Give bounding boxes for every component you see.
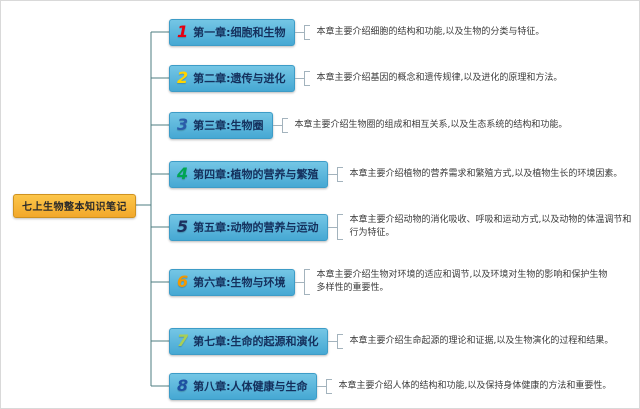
bracket-connector [281,117,288,133]
chapter-node-4[interactable]: 4 第四章:植物的营养与繁殖 [169,160,328,188]
connector-line [294,77,304,79]
chapter-label: 第八章:人体健康与生命 [193,380,308,393]
chapter-number: 7 [177,331,189,350]
connector-line [327,173,337,175]
chapter-node-5[interactable]: 5 第五章:动物的营养与运动 [169,213,328,241]
chapter-label: 第三章:生物圈 [193,119,264,132]
chapter-description: 本章主要介绍生物圈的组成和相互关系,以及生态系统的结构和功能。 [294,119,568,130]
bracket-connector [336,166,343,182]
connector-line [316,385,326,387]
chapter-node-3[interactable]: 3 第三章:生物圈 [169,111,273,139]
chapter-node-1[interactable]: 1 第一章:细胞和生物 [169,18,295,46]
chapter-number: 2 [177,68,189,87]
chapter-row: 6 第六章:生物与环境 本章主要介绍生物对环境的适应和调节,以及环境对生物的影响… [169,268,610,296]
chapter-description: 本章主要介绍生物对环境的适应和调节,以及环境对生物的影响和保护生物多样性的重要性… [316,270,608,293]
bracket-connector [336,214,343,240]
chapter-number: 4 [177,164,189,183]
chapter-node-6[interactable]: 6 第六章:生物与环境 [169,268,295,296]
chapter-row: 1 第一章:细胞和生物 本章主要介绍细胞的结构和功能,以及生物的分类与特征。 [169,18,544,46]
chapter-row: 7 第七章:生命的起源和演化 本章主要介绍生命起源的理论和证据,以及生物演化的过… [169,327,613,355]
chapter-node-8[interactable]: 8 第八章:人体健康与生命 [169,372,317,400]
bracket-connector [325,378,332,394]
bracket-connector [303,269,310,295]
chapter-label: 第六章:生物与环境 [193,276,286,289]
chapter-label: 第一章:细胞和生物 [193,26,286,39]
chapter-number: 5 [177,217,189,236]
chapter-number: 8 [177,376,189,395]
chapter-number: 1 [177,22,189,41]
connector-line [294,281,304,283]
connector-line [294,31,304,33]
chapter-row: 3 第三章:生物圈 本章主要介绍生物圈的组成和相互关系,以及生态系统的结构和功能… [169,111,567,139]
chapter-row: 2 第二章:遗传与进化 本章主要介绍基因的概念和遗传规律,以及进化的原理和方法。 [169,64,562,92]
chapter-node-2[interactable]: 2 第二章:遗传与进化 [169,64,295,92]
bracket-connector [303,70,310,86]
chapter-description: 本章主要介绍基因的概念和遗传规律,以及进化的原理和方法。 [316,72,563,83]
chapter-number: 6 [177,272,189,291]
chapter-row: 4 第四章:植物的营养与繁殖 本章主要介绍植物的营养需求和繁殖方式,以及植物生长… [169,160,622,188]
chapter-node-7[interactable]: 7 第七章:生命的起源和演化 [169,327,328,355]
root-node[interactable]: 七上生物整本知识笔记 [13,194,136,218]
chapter-label: 第七章:生命的起源和演化 [193,335,319,348]
chapter-label: 第二章:遗传与进化 [193,72,286,85]
connector-line [327,226,337,228]
chapter-description: 本章主要介绍动物的消化吸收、呼吸和运动方式,以及动物的体温调节和行为特征。 [349,215,632,238]
bracket-connector [336,333,343,349]
bracket-connector [303,24,310,40]
chapter-number: 3 [177,115,189,134]
chapter-description: 本章主要介绍细胞的结构和功能,以及生物的分类与特征。 [316,26,545,37]
chapter-row: 8 第八章:人体健康与生命 本章主要介绍人体的结构和功能,以及保持身体健康的方法… [169,372,611,400]
connector-line [327,340,337,342]
chapter-row: 5 第五章:动物的营养与运动 本章主要介绍动物的消化吸收、呼吸和运动方式,以及动… [169,213,639,241]
chapter-description: 本章主要介绍植物的营养需求和繁殖方式,以及植物生长的环境因素。 [349,168,623,179]
chapter-description: 本章主要介绍生命起源的理论和证据,以及生物演化的过程和结果。 [349,335,614,346]
chapter-label: 第五章:动物的营养与运动 [193,221,319,234]
connector-line [272,124,282,126]
chapter-description: 本章主要介绍人体的结构和功能,以及保持身体健康的方法和重要性。 [338,380,612,391]
chapter-label: 第四章:植物的营养与繁殖 [193,168,319,181]
